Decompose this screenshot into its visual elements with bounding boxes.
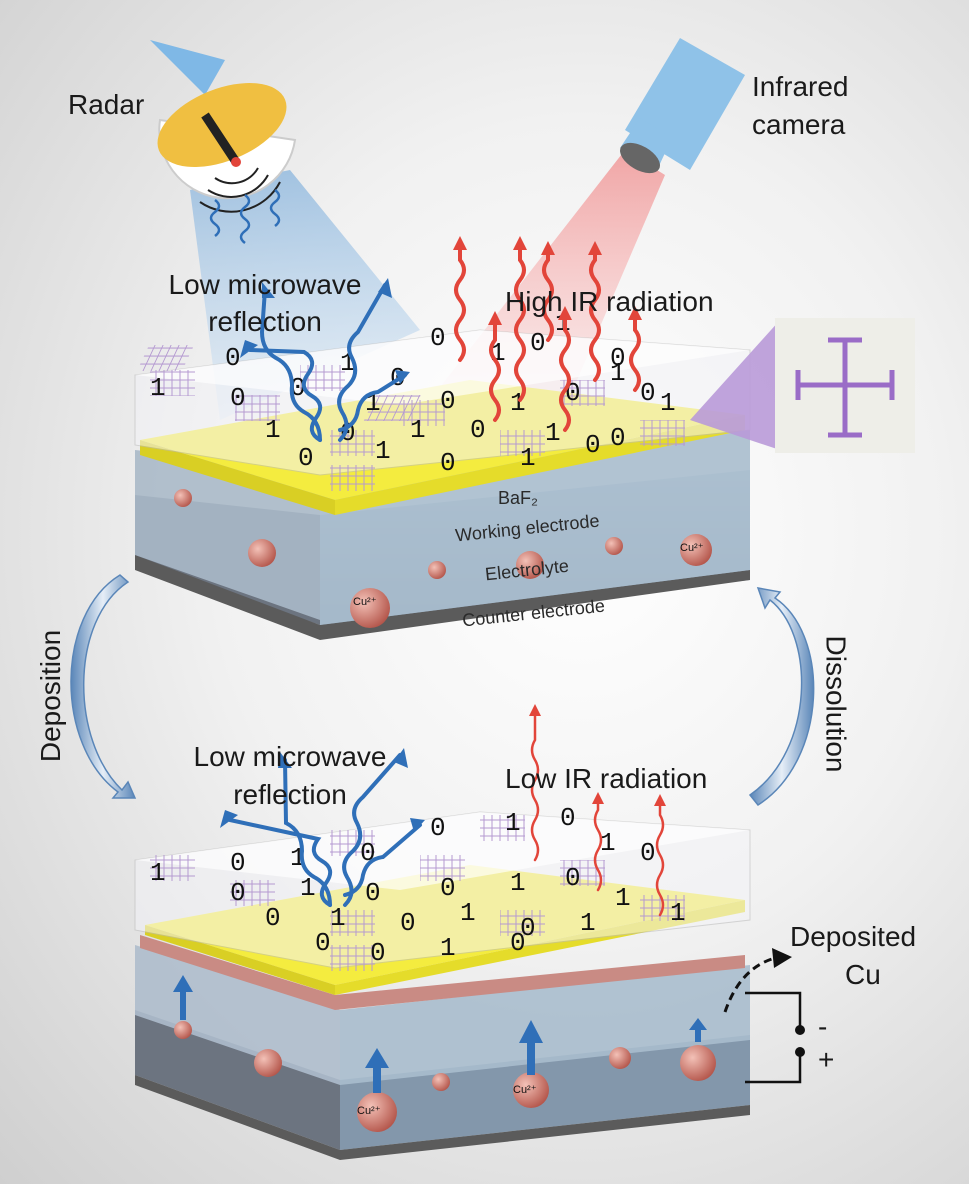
deposited-cu-label-line1: Deposited	[790, 921, 917, 952]
bottom-ir-waves	[530, 710, 665, 917]
top-ir-arrowheads	[453, 236, 642, 325]
coding-bit: 0	[640, 838, 656, 868]
incoming-microwave-waves	[209, 189, 281, 244]
coding-bit: 0	[585, 430, 601, 460]
dissolution-label: Dissolution	[820, 635, 852, 773]
cu-ion-label-bottom-left: Cu²⁺	[357, 1105, 381, 1117]
bottom-microwave-arrowheads	[220, 748, 425, 832]
coding-bit: 1	[375, 436, 391, 466]
coding-bit: 0	[440, 386, 456, 416]
radar-icon	[150, 40, 297, 213]
coding-bit: 1	[460, 898, 476, 928]
negative-terminal	[795, 1025, 805, 1035]
dissolution-arrow	[748, 587, 815, 806]
top-microwave-label-line2: reflection	[208, 306, 322, 337]
deposition-label: Deposition	[35, 629, 67, 763]
electric-circuit	[745, 991, 802, 1084]
coding-bit: 0	[365, 878, 381, 908]
coding-bit: 1	[265, 415, 281, 445]
coding-bit: 1	[545, 418, 561, 448]
baf2-label: BaF₂	[498, 488, 538, 508]
coding-bit: 0	[610, 343, 626, 373]
top-device	[134, 329, 751, 640]
top-ir-label: High IR radiation	[505, 286, 714, 317]
coding-bit: 0	[510, 928, 526, 958]
infrared-camera-label-line1: Infrared	[752, 71, 849, 102]
radar-label: Radar	[68, 89, 145, 120]
coding-bit: 1	[150, 858, 166, 888]
coding-bit: 0	[315, 928, 331, 958]
coding-bit: 0	[565, 863, 581, 893]
cu-ion-label-top-left: Cu²⁺	[353, 596, 377, 608]
cu-ion-label-top-right: Cu²⁺	[680, 542, 704, 554]
bottom-ir-arrowheads	[529, 704, 666, 806]
deposited-cu-arrowhead	[772, 948, 792, 968]
top-reflected-microwaves	[248, 283, 407, 442]
coding-bit: 1	[615, 883, 631, 913]
coding-bit: 0	[470, 415, 486, 445]
coding-bit: 0	[230, 848, 246, 878]
coding-bit: 0	[520, 913, 536, 943]
coding-bit: 0	[265, 903, 281, 933]
coding-bit: 0	[440, 873, 456, 903]
deposited-cu-arrow	[723, 956, 776, 1013]
coding-bit: 1	[510, 868, 526, 898]
top-microwave-arrowheads	[240, 278, 410, 384]
minus-label: -	[818, 1011, 828, 1042]
deposition-arrow	[70, 574, 137, 799]
infrared-camera-label-line2: camera	[752, 109, 846, 140]
positive-terminal	[795, 1047, 805, 1057]
plus-label: +	[818, 1044, 835, 1075]
top-microwave-label-line1: Low microwave	[168, 269, 362, 300]
coding-bit: 0	[610, 423, 626, 453]
top-ir-waves	[454, 243, 641, 432]
coding-bit: 1	[670, 898, 686, 928]
coding-bit: 0	[560, 803, 576, 833]
bottom-device	[134, 811, 751, 1160]
coding-bit: 1	[660, 388, 676, 418]
coding-bit: 0	[230, 383, 246, 413]
coding-bit: 1	[410, 415, 426, 445]
coding-bit: 0	[430, 813, 446, 843]
bottom-ir-label: Low IR radiation	[505, 763, 708, 794]
coding-bit: 1	[300, 873, 316, 903]
coding-bit: 1	[520, 443, 536, 473]
coding-bit: 1	[330, 903, 346, 933]
coding-bit: 0	[230, 878, 246, 908]
coding-bit: 0	[370, 938, 386, 968]
coding-bit: 1	[505, 808, 521, 838]
coding-bit: 1	[580, 908, 596, 938]
bottom-reflected-microwaves	[228, 753, 422, 907]
coding-bit: 0	[298, 443, 314, 473]
coding-bit: 1	[610, 358, 626, 388]
coding-bit: 1	[600, 828, 616, 858]
deposited-cu-label-line2: Cu	[845, 959, 881, 990]
camera-icon	[620, 38, 745, 174]
bottom-microwave-label-line1: Low microwave	[193, 741, 387, 772]
coding-bit: 0	[430, 323, 446, 353]
coding-bit: 0	[400, 908, 416, 938]
coding-bit: 0	[530, 328, 546, 358]
radar-beam	[190, 170, 420, 420]
coding-bit: 1	[150, 373, 166, 403]
coding-bit: 0	[225, 343, 241, 373]
coding-bit: 0	[440, 448, 456, 478]
unit-cell-inset	[690, 318, 915, 453]
coding-bit: 0	[640, 378, 656, 408]
cu-ion-label-bottom-mid: Cu²⁺	[513, 1084, 537, 1096]
coding-bit: 1	[440, 933, 456, 963]
bottom-microwave-label-line2: reflection	[233, 779, 347, 810]
